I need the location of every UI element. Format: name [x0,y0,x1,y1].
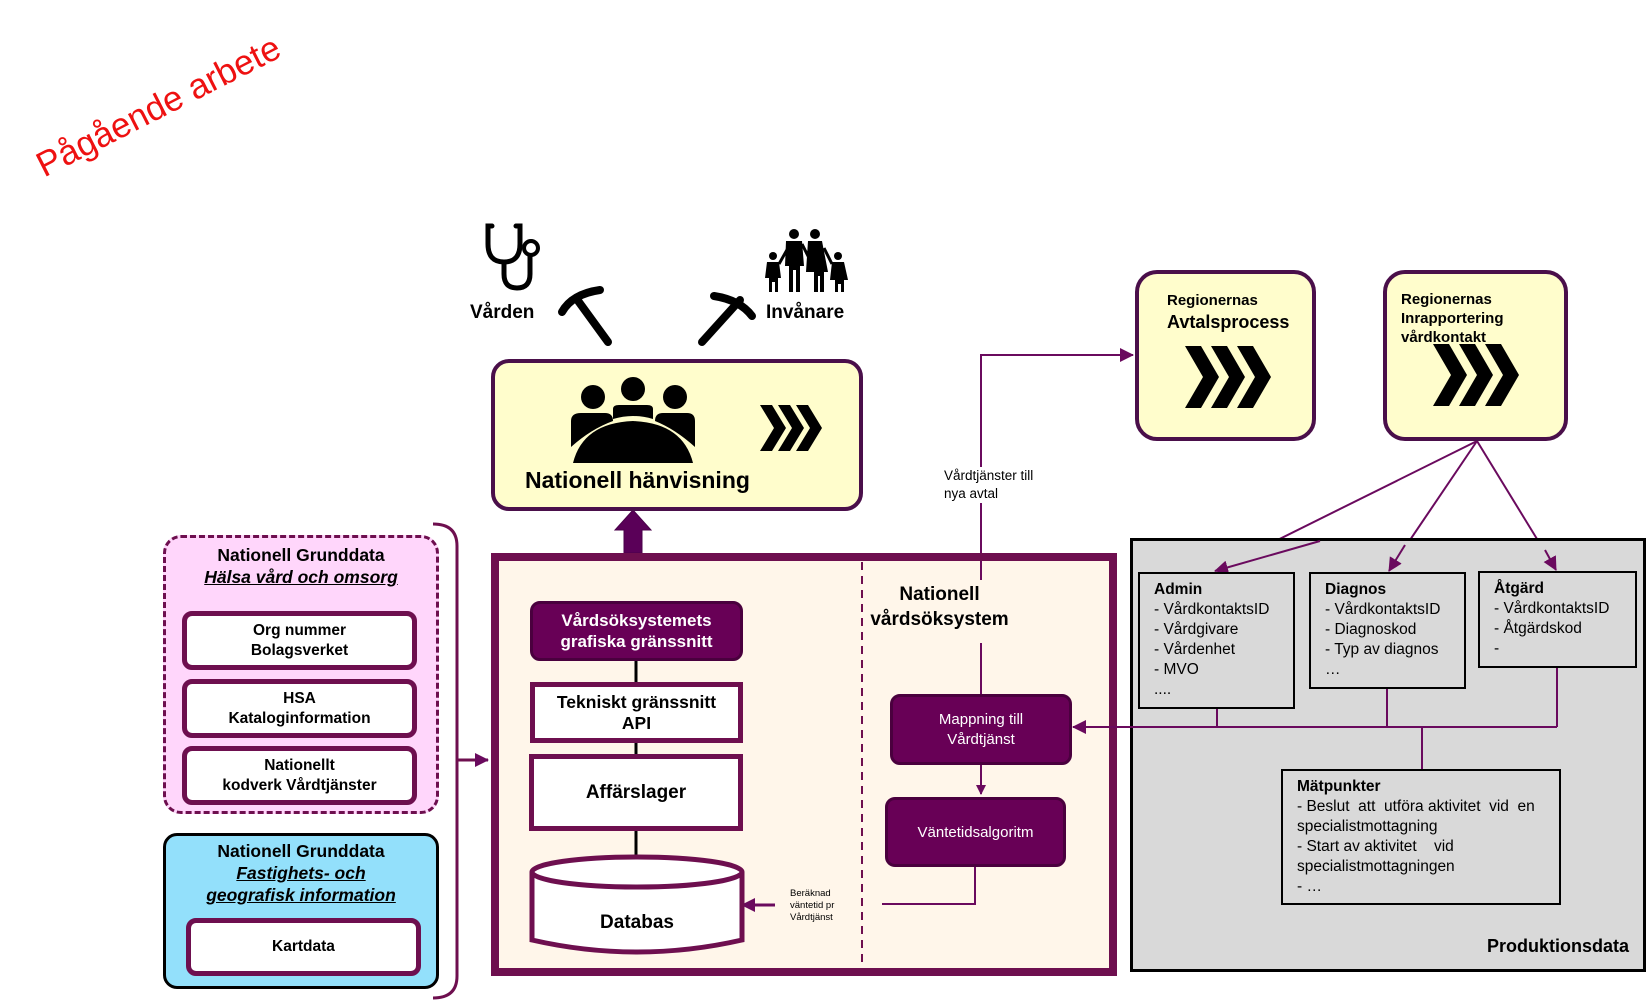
inrapportering-line3: vårdkontakt [1401,329,1487,346]
diagnos-table[interactable]: Diagnos - VårdkontaktsID - Diagnoskod - … [1309,572,1466,689]
mapping-box[interactable]: Mappning till Vårdtjänst [890,694,1072,765]
gui-box[interactable]: Vårdsöksystemets grafiska gränssnitt [530,601,743,661]
grunddata-halsa-subtitle: Hälsa vård och omsorg [204,567,398,587]
atgard-title: Åtgärd [1494,580,1544,597]
algorithm-out-line [882,866,976,905]
database-note-line1: Beräknad [790,888,831,899]
varden-label: Vården [470,302,535,323]
to-admin-arrow-tail [1214,540,1321,575]
arrow-to-invanare [698,292,756,346]
arrow-to-varden [558,286,612,346]
admin-item: - MVO [1154,661,1199,678]
database-note: Beräknad väntetid pr Vårdtjänst [790,888,834,924]
atgard-item: - Åtgärdskod [1494,620,1582,637]
grunddata-geo-group: Nationell Grunddata Fastighets- och geog… [163,833,439,989]
avtalsprocess-line2: Avtalsprocess [1167,312,1290,332]
diagnos-item: - VårdkontaktsID [1325,601,1441,618]
database-label: Databas [600,912,674,933]
matpunkter-item: - Beslut att utföra aktivitet vid en [1297,798,1535,815]
hanvisning-title: Nationell hänvisning [525,467,750,493]
grunddata-halsa-group: Nationell Grunddata Hälsa vård och omsor… [163,535,439,814]
api-line1: Tekniskt gränssnitt [556,691,717,712]
kodverk-line2: kodverk Vårdtjänster [222,776,377,794]
admin-item: - Vårdgivare [1154,621,1239,638]
affarslager-label: Affärslager [585,781,687,803]
connector-to-avtalsprocess [980,348,1134,474]
system-title-line2: vårdsöksystem [870,609,1009,630]
kartdata-box[interactable]: Kartdata [186,918,421,976]
admin-item: - Vårdenhet [1154,641,1235,658]
org-nummer-line2: Bolagsverket [250,641,349,659]
inrapportering-line2: Inrapportering [1401,310,1504,327]
atgard-item: - VårdkontaktsID [1494,600,1610,617]
to-diagnos-arrow-tail [1388,544,1406,572]
system-title: Nationell vårdsöksystem [862,582,1017,632]
diagnos-item: - Diagnoskod [1325,621,1417,638]
algorithm-label: Väntetidsalgoritm [917,823,1034,841]
hsa-box[interactable]: HSA Kataloginformation [182,679,417,738]
inrapportering-line1: Regionernas [1401,291,1492,308]
diagnos-item: - Typ av diagnos [1325,641,1439,658]
diagnos-item: … [1325,661,1341,678]
admin-title: Admin [1154,581,1203,598]
matpunkter-item: - … [1297,878,1322,895]
gui-line1: Vårdsöksystemets [561,611,712,630]
inrapportering-text: Regionernas Inrapportering vårdkontakt [1401,290,1504,347]
mapping-line2: Vårdtjänst [947,730,1015,748]
connector-label-line1: Vårdtjänster till [944,468,1034,483]
admin-item: .... [1154,681,1172,698]
database-note-line2: väntetid pr [790,900,835,911]
affarslager-box[interactable]: Affärslager [529,754,743,831]
grunddata-halsa-title: Nationell Grunddata [217,545,385,565]
kodverk-box[interactable]: Nationellt kodverk Vårdtjänster [182,746,417,805]
chevron-arrows-icon [760,405,822,451]
org-nummer-box[interactable]: Org nummer Bolagsverket [182,611,417,670]
diagnos-title: Diagnos [1325,581,1387,598]
grunddata-geo-subtitle2: geografisk information [206,885,396,905]
hsa-line2: Kataloginformation [228,709,371,727]
avtalsprocess-line1: Regionernas [1167,292,1258,309]
avtalsprocess-box[interactable]: Regionernas Avtalsprocess [1135,270,1316,441]
stethoscope-icon [485,223,540,291]
connector-label: Vårdtjänster till nya avtal [944,467,1034,503]
atgard-table[interactable]: Åtgärd - VårdkontaktsID - Åtgärdskod - [1478,571,1637,668]
matpunkter-table[interactable]: Mätpunkter - Beslut att utföra aktivitet… [1281,769,1561,905]
hsa-line1: HSA [283,689,316,707]
connector-label-line2: nya avtal [944,486,999,501]
inrapportering-box[interactable]: Regionernas Inrapportering vårdkontakt [1383,270,1568,441]
meeting-group-icon [571,377,695,463]
family-icon [765,229,848,292]
api-box[interactable]: Tekniskt gränssnitt API [530,682,743,743]
grunddata-geo-title: Nationell Grunddata [217,841,385,861]
chevron-arrows-icon [1433,344,1519,406]
algorithm-box[interactable]: Väntetidsalgoritm [885,797,1066,867]
invanare-label: Invånare [766,302,845,323]
admin-table[interactable]: Admin - VårdkontaktsID - Vårdgivare - Vå… [1138,572,1295,709]
atgard-item: - [1494,640,1500,657]
admin-item: - VårdkontaktsID [1154,601,1270,618]
chevron-arrows-icon [1185,346,1271,408]
mapping-line1: Mappning till [938,710,1024,728]
gui-line2: grafiska gränssnitt [560,632,713,651]
produktionsdata-label: Produktionsdata [1486,936,1629,956]
nationell-hanvisning-box[interactable]: Nationell hänvisning [491,359,863,511]
system-title-line1: Nationell [899,584,980,605]
kartdata-label: Kartdata [272,938,335,955]
database-note-line3: Vårdtjänst [790,912,833,923]
matpunkter-item: - Start av aktivitet vid [1297,838,1454,855]
matpunkter-item: specialistmottagningen [1297,858,1455,875]
grunddata-geo-subtitle1: Fastighets- och [236,863,366,883]
database-cylinder[interactable] [528,852,746,960]
system-up-arrow [613,509,653,554]
to-atgard-arrow-tail [1543,549,1557,571]
org-nummer-line1: Org nummer [252,621,346,639]
matpunkter-item: specialistmottagning [1297,818,1438,835]
matpunkter-title: Mätpunkter [1297,778,1381,795]
kodverk-line1: Nationellt [264,756,335,774]
api-line2: API [621,712,652,733]
